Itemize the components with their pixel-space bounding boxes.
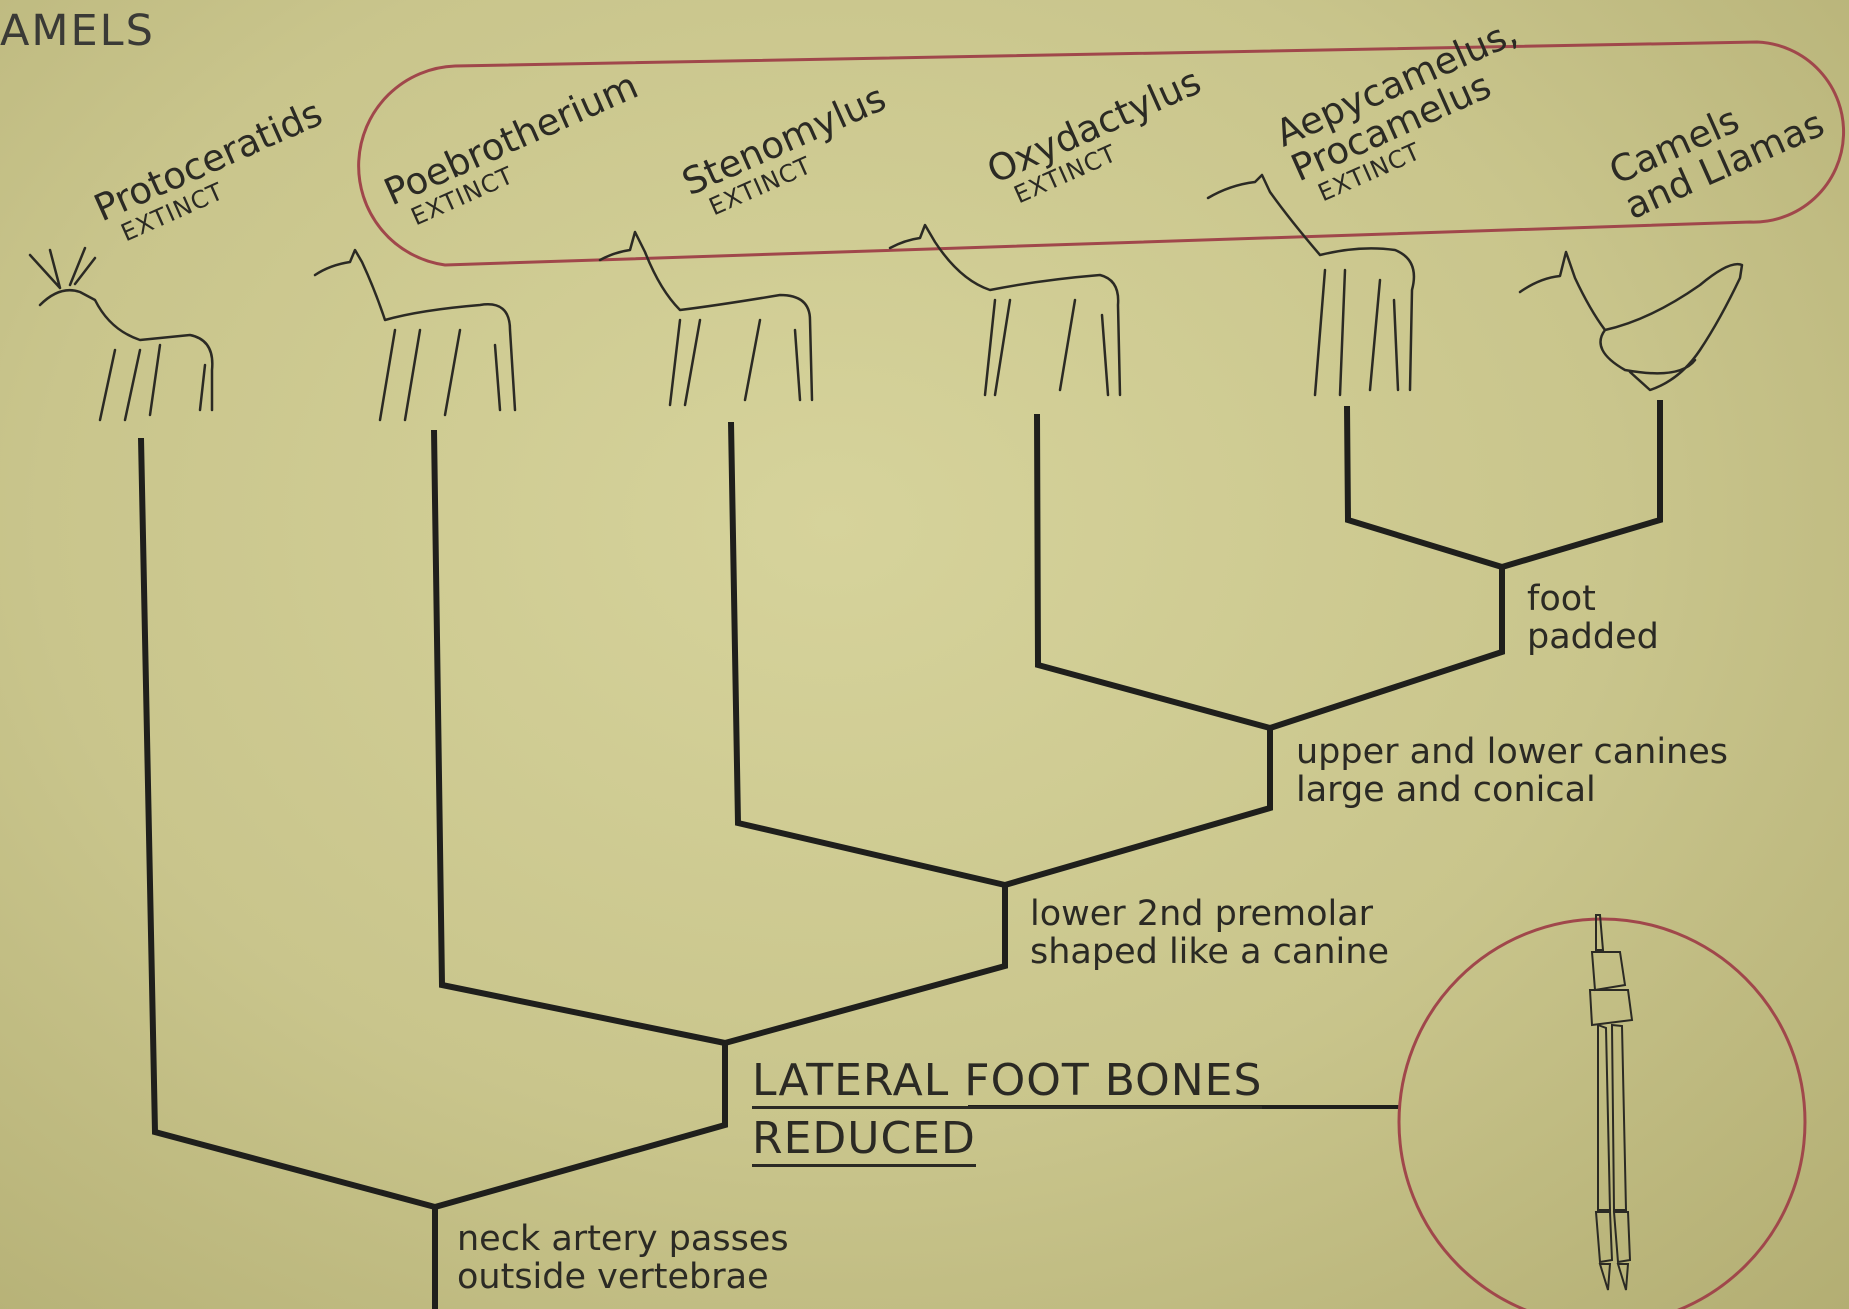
trait-line: foot bbox=[1527, 580, 1659, 618]
trait-neck-artery: neck artery passes outside vertebrae bbox=[457, 1220, 789, 1296]
trait-line: neck artery passes bbox=[457, 1220, 789, 1258]
tree-lines bbox=[141, 400, 1660, 1309]
protoceratid-drawing bbox=[30, 248, 212, 420]
trait-line: large and conical bbox=[1296, 771, 1728, 809]
trait-lateral-foot-line1: LATERAL FOOT BONES bbox=[752, 1058, 1262, 1109]
trait-line: padded bbox=[1527, 618, 1659, 656]
foot-bone-illustration bbox=[1399, 915, 1805, 1309]
branch-poebrotherium bbox=[434, 430, 725, 1043]
trait-line: upper and lower canines bbox=[1296, 733, 1728, 771]
branch-oxydactylus bbox=[1037, 414, 1270, 728]
trait-canines: upper and lower canines large and conica… bbox=[1296, 733, 1728, 809]
llama-drawing bbox=[1520, 252, 1742, 390]
trait-premolar: lower 2nd premolar shaped like a canine bbox=[1030, 895, 1389, 971]
page-title: AMELS bbox=[0, 6, 155, 56]
poebrotherium-drawing bbox=[315, 250, 515, 420]
stem-lateral-foot bbox=[435, 1043, 725, 1207]
trait-lateral-foot-line2: REDUCED bbox=[752, 1116, 976, 1167]
trait-line: outside vertebrae bbox=[457, 1258, 789, 1296]
trait-line: shaped like a canine bbox=[1030, 933, 1389, 971]
animal-drawings bbox=[30, 175, 1742, 420]
stem-canines bbox=[1005, 728, 1270, 885]
trait-foot-padded: foot padded bbox=[1527, 580, 1659, 656]
branch-aepycamelus bbox=[1347, 406, 1502, 567]
stem-foot-padded bbox=[1270, 567, 1502, 728]
branch-camels bbox=[1502, 400, 1660, 567]
branch-stenomylus bbox=[731, 422, 1005, 885]
stem-premolar bbox=[725, 885, 1005, 1043]
trait-line: lower 2nd premolar bbox=[1030, 895, 1389, 933]
branch-protoceratids bbox=[141, 438, 435, 1207]
